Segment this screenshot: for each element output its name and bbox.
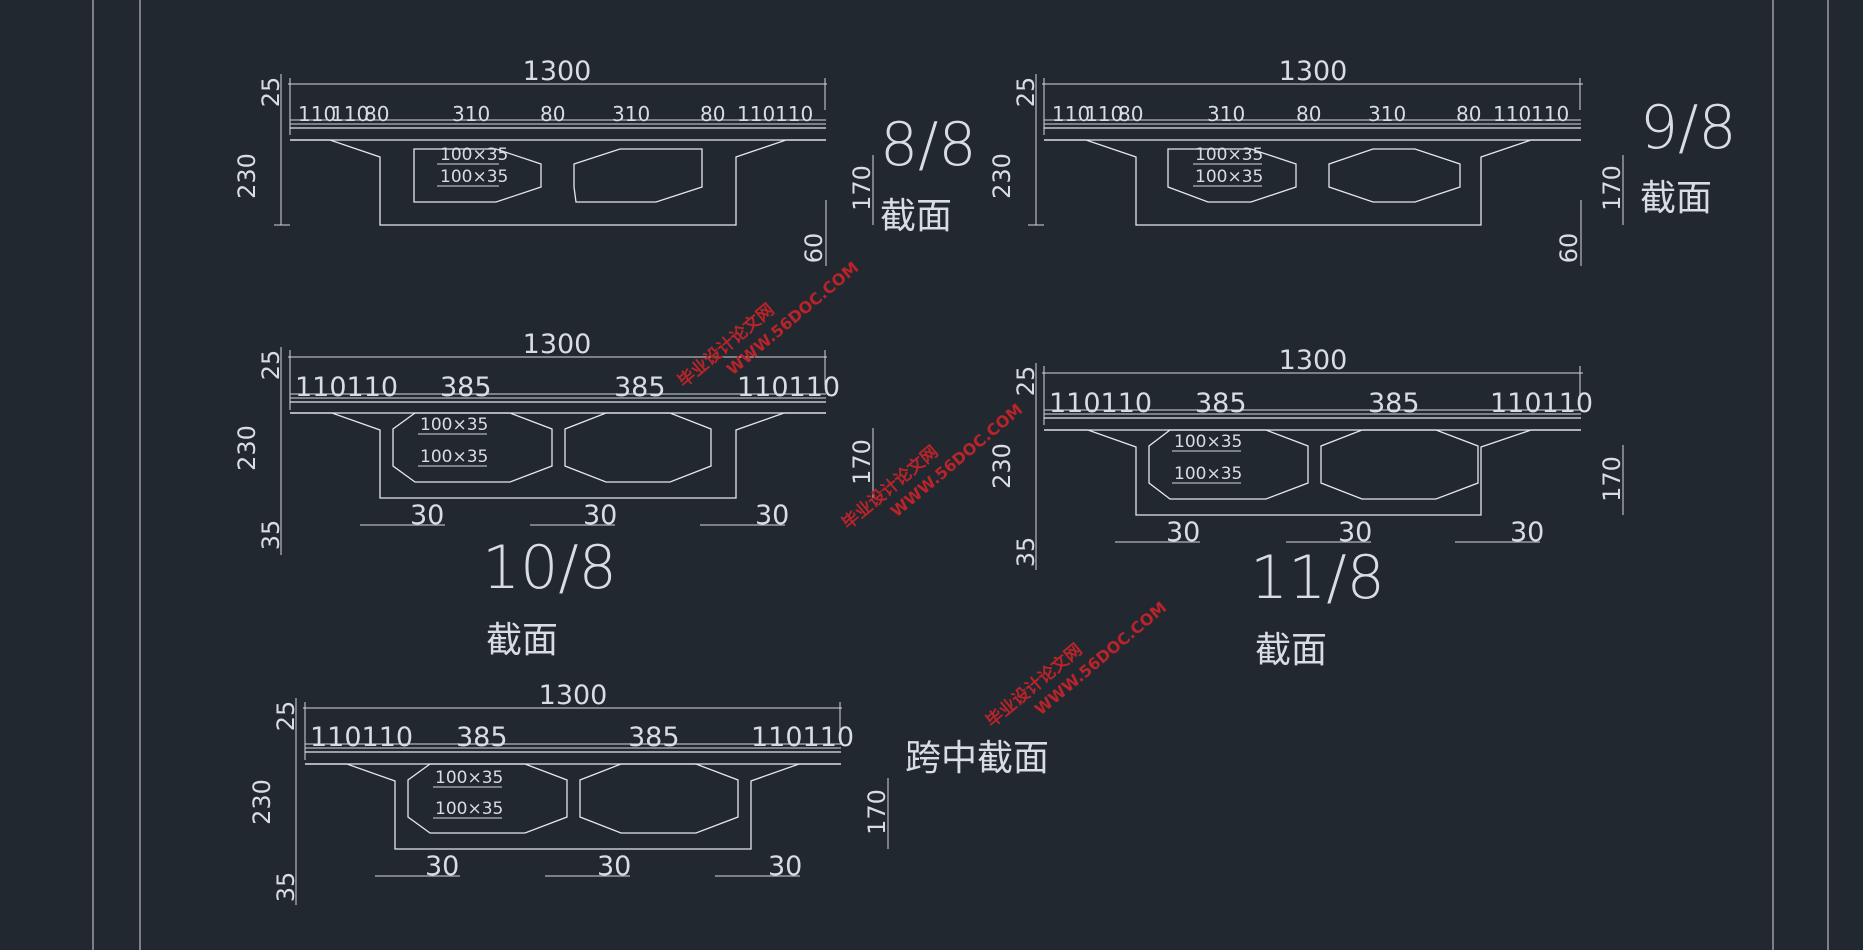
dim-split: 110110 [310, 722, 413, 753]
dim-split: 310 [1207, 102, 1245, 126]
dim-haunch: 35 [1012, 537, 1040, 568]
dim-split: 80 [1296, 102, 1321, 126]
dim-split-row: 110110 385 385 110110 [310, 722, 854, 753]
dim-split: 110 [737, 102, 775, 126]
dim-height: 230 [233, 153, 261, 199]
dim-bottom-step: 30 [1338, 517, 1372, 548]
dim-bottom-step: 30 [597, 851, 631, 882]
dim-split: 110 [1493, 102, 1531, 126]
dim-split-row: 110 110 80 310 80 310 80 110 110 [298, 102, 813, 126]
dim-split: 110110 [751, 722, 854, 753]
hole-label: 100×35 [435, 799, 503, 819]
hole-label: 100×35 [1195, 145, 1263, 165]
dim-support: 60 [1555, 233, 1583, 264]
dim-support: 60 [800, 233, 828, 264]
dim-split: 385 [440, 372, 492, 403]
section-title: 跨中截面 [905, 738, 1049, 779]
dim-bottom-step: 30 [1510, 517, 1544, 548]
dim-total-width: 1300 [539, 680, 608, 711]
dim-split: 310 [452, 102, 490, 126]
section-title: 截面 [1255, 630, 1327, 671]
dim-height: 230 [233, 425, 261, 471]
dim-split: 80 [1118, 102, 1143, 126]
dim-split: 110 [298, 102, 336, 126]
dim-web-height: 170 [848, 165, 876, 211]
dim-split: 110 [1085, 102, 1123, 126]
hole-label: 100×35 [435, 768, 503, 788]
dim-web-height: 170 [1598, 456, 1626, 502]
dim-split: 385 [614, 372, 666, 403]
dim-split: 110110 [1049, 388, 1152, 419]
dim-split-row: 110110 385 385 110110 [295, 372, 840, 403]
section-title: 截面 [486, 620, 558, 661]
dim-height: 230 [988, 153, 1016, 199]
hole-label: 100×35 [440, 145, 508, 165]
dim-total-width: 1300 [1279, 56, 1348, 87]
dim-total-width: 1300 [1279, 345, 1348, 376]
dim-web-height: 170 [1598, 165, 1626, 211]
hole-label: 100×35 [1174, 432, 1242, 452]
dim-split: 110110 [295, 372, 398, 403]
dim-split: 80 [364, 102, 389, 126]
dim-split: 310 [612, 102, 650, 126]
section-8-8: 1300 100×35 100×35 110 110 80 310 80 310… [233, 56, 977, 266]
hole-label: 100×35 [1174, 464, 1242, 484]
dim-total-width: 1300 [523, 56, 592, 87]
watermark-3: 毕业设计论文网 WWW.56DOC.COM [982, 598, 1171, 732]
dim-bottom-step: 30 [583, 500, 617, 531]
dim-flange-top: 25 [272, 701, 300, 732]
dim-split: 80 [700, 102, 725, 126]
dim-bottom-step: 30 [768, 851, 802, 882]
dim-split: 385 [628, 722, 680, 753]
dim-haunch: 35 [272, 872, 300, 903]
dim-split: 110 [331, 102, 369, 126]
dim-split: 110 [1531, 102, 1569, 126]
dim-bottom-step: 30 [425, 851, 459, 882]
sheet-border [92, 0, 1829, 950]
dim-split: 80 [1456, 102, 1481, 126]
dim-split: 80 [540, 102, 565, 126]
dim-flange-top: 25 [257, 350, 285, 381]
section-number: 9/8 [1640, 93, 1737, 163]
dim-bottom-step: 30 [410, 500, 444, 531]
section-number: 8/8 [880, 110, 977, 180]
hole-label: 100×35 [420, 415, 488, 435]
section-midspan: 1300 100×35 100×35 110110 385 385 110110… [248, 680, 1049, 905]
dim-flange-top: 25 [257, 77, 285, 108]
hole-label: 100×35 [440, 167, 508, 187]
dim-split: 110110 [1490, 388, 1593, 419]
section-number: 11/8 [1250, 543, 1385, 613]
dim-haunch: 35 [257, 520, 285, 551]
dim-split: 310 [1368, 102, 1406, 126]
dim-split: 110 [775, 102, 813, 126]
dim-split: 110 [1052, 102, 1090, 126]
section-11-8: 1300 100×35 100×35 110110 385 385 110110… [988, 345, 1626, 671]
dim-flange-top: 25 [1012, 366, 1040, 397]
dim-split: 385 [1368, 388, 1420, 419]
dim-bottom-step: 30 [1166, 517, 1200, 548]
dim-flange-top: 25 [1012, 77, 1040, 108]
dim-split-row: 110110 385 385 110110 [1049, 388, 1593, 419]
section-10-8: 1300 100×35 100×35 110110 385 385 110110… [233, 329, 876, 661]
hole-label: 100×35 [1195, 167, 1263, 187]
dim-split: 110110 [737, 372, 840, 403]
dim-web-height: 170 [863, 789, 891, 835]
hole-label: 100×35 [420, 447, 488, 467]
dim-bottom-step: 30 [755, 500, 789, 531]
dim-total-width: 1300 [523, 329, 592, 360]
section-9-8: 1300 100×35 100×35 110 110 80 310 80 310… [988, 56, 1737, 266]
dim-split: 385 [456, 722, 508, 753]
dim-height: 230 [988, 443, 1016, 489]
section-title: 截面 [1640, 178, 1712, 219]
section-title: 截面 [880, 196, 952, 237]
section-number: 10/8 [482, 533, 617, 603]
dim-web-height: 170 [848, 439, 876, 485]
dim-split: 385 [1195, 388, 1247, 419]
dim-split-row: 110 110 80 310 80 310 80 110 110 [1052, 102, 1569, 126]
dim-height: 230 [248, 779, 276, 825]
